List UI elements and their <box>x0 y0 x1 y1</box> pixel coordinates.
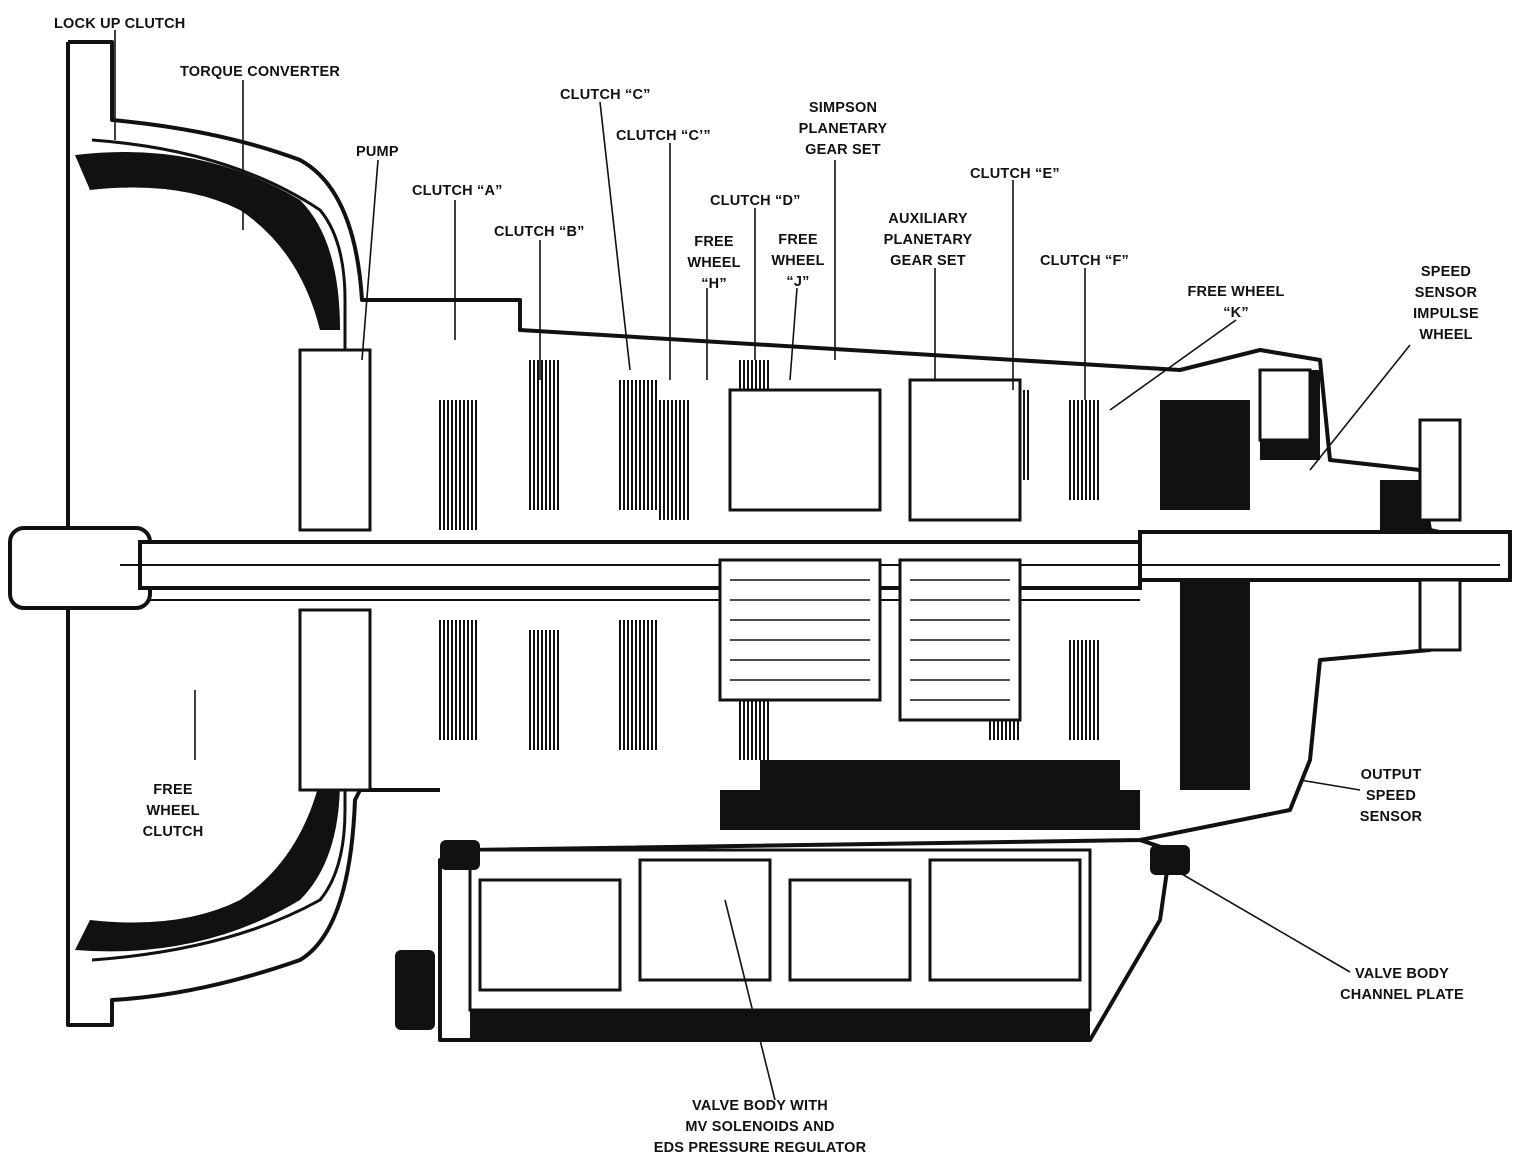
leader-lines <box>114 30 1411 1101</box>
label-line: CLUTCH <box>142 824 204 840</box>
label-line: IMPULSE <box>1413 306 1479 322</box>
label-pump: PUMP <box>356 144 399 160</box>
input-shaft <box>8 526 152 610</box>
label-free-wheel-j: FREE WHEEL “J” <box>771 230 824 293</box>
label-clutch-e: CLUTCH “E” <box>970 166 1060 182</box>
label-clutch-d: CLUTCH “D” <box>710 193 801 209</box>
label-line: VALVE BODY WITH <box>692 1098 828 1114</box>
label-line: FREE <box>778 232 818 248</box>
label-line: SPEED <box>1420 264 1472 280</box>
label-line: SIMPSON <box>808 100 878 116</box>
label-line: FREE <box>153 782 193 798</box>
label-output-speed-sensor: OUTPUT SPEED SENSOR <box>1360 765 1422 828</box>
label-line: SENSOR <box>1414 285 1478 301</box>
label-lock-up-clutch: LOCK UP CLUTCH <box>54 16 186 32</box>
label-line: “K” <box>1223 305 1249 321</box>
bell-housing <box>68 40 1502 1042</box>
label-simpson-planetary: SIMPSON PLANETARY GEAR SET <box>799 98 888 161</box>
label-line: CHANNEL PLATE <box>1340 987 1464 1003</box>
label-line: OUTPUT <box>1360 767 1422 783</box>
valve-body-pan <box>470 1010 1090 1038</box>
label-torque-converter: TORQUE CONVERTER <box>180 64 341 80</box>
label-line: “H” <box>701 276 727 292</box>
label-speed-sensor-impulse-wheel: SPEED SENSOR IMPULSE WHEEL <box>1413 262 1479 346</box>
label-line: FREE WHEEL <box>1187 284 1285 300</box>
label-valve-body-channel-plate: VALVE BODY CHANNEL PLATE <box>1340 964 1464 1006</box>
label-line: AUXILIARY <box>888 211 968 227</box>
clutch-packs <box>439 360 1099 760</box>
label-auxiliary-planetary: AUXILIARY PLANETARY GEAR SET <box>884 209 973 272</box>
label-line: FREE <box>694 234 734 250</box>
label-line: SPEED <box>1365 788 1417 804</box>
label-line: PLANETARY <box>798 121 888 137</box>
label-line: “J” <box>786 274 810 290</box>
label-line: WHEEL <box>771 253 825 269</box>
label-clutch-a: CLUTCH “A” <box>412 183 503 199</box>
label-free-wheel-clutch: FREE WHEEL CLUTCH <box>143 780 204 843</box>
label-line: WHEEL <box>687 255 741 271</box>
simpson-planetary-gear <box>718 558 882 702</box>
label-line: MV SOLENOIDS AND <box>685 1119 835 1135</box>
label-valve-body-solenoids: VALVE BODY WITH MV SOLENOIDS AND EDS PRE… <box>654 1096 867 1159</box>
label-clutch-c-prime: CLUTCH “C’” <box>616 128 711 144</box>
label-line: EDS PRESSURE REGULATOR <box>653 1140 867 1156</box>
label-line: GEAR SET <box>890 253 966 269</box>
label-line: WHEEL <box>1419 327 1473 343</box>
label-line: VALVE BODY <box>1354 966 1450 982</box>
label-clutch-b: CLUTCH “B” <box>494 224 585 240</box>
label-line: WHEEL <box>146 803 200 819</box>
output-shaft <box>1138 530 1512 582</box>
label-line: GEAR SET <box>805 142 881 158</box>
label-free-wheel-h: FREE WHEEL “H” <box>687 232 740 295</box>
torque-converter-mass <box>75 152 340 330</box>
label-free-wheel-k: FREE WHEEL “K” <box>1187 282 1284 324</box>
label-line: SENSOR <box>1359 809 1423 825</box>
label-clutch-c: CLUTCH “C” <box>560 87 651 103</box>
label-line: PLANETARY <box>883 232 973 248</box>
label-clutch-f: CLUTCH “F” <box>1040 253 1129 269</box>
